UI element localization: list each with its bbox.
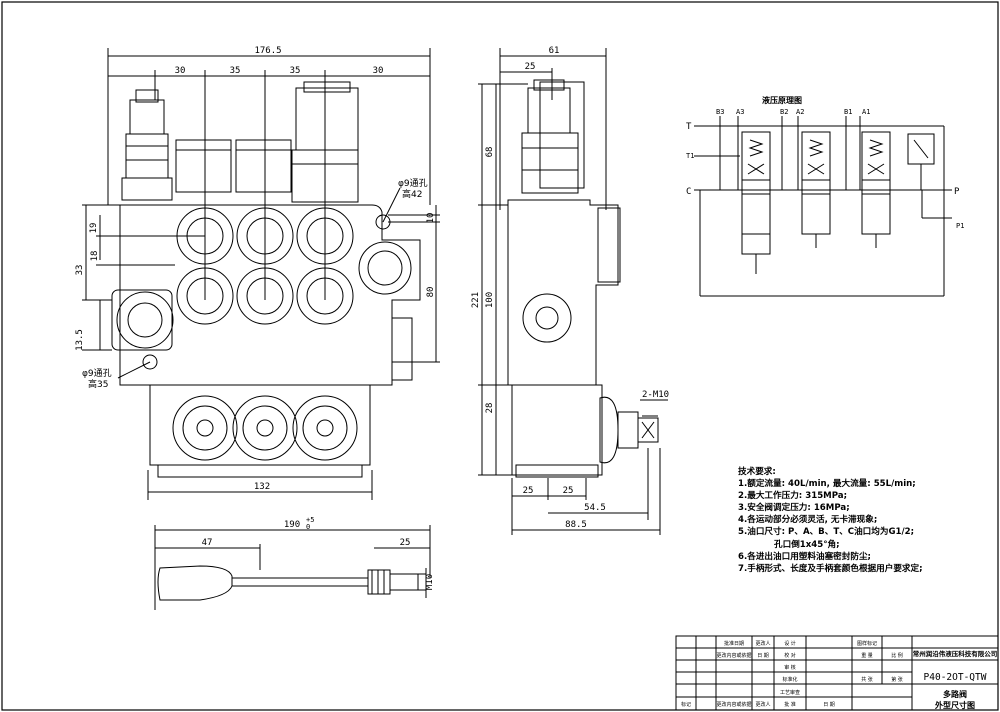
front-view bbox=[82, 48, 440, 500]
dim-25-a: 25 bbox=[523, 486, 534, 496]
port-label-c: C bbox=[686, 187, 691, 197]
port-label-b1: B1 bbox=[844, 108, 852, 116]
port-label-t: T bbox=[686, 122, 692, 132]
dim-13-5: 13.5 bbox=[75, 329, 85, 351]
dim-61: 61 bbox=[549, 46, 560, 56]
drawing-name-1: 多路阀 bbox=[943, 689, 967, 699]
dim-28: 28 bbox=[485, 403, 495, 414]
tb-label-mark: 图样标记 bbox=[857, 640, 877, 647]
tb-label-review: 审 核 bbox=[784, 664, 796, 671]
notes-title: 技术要求: bbox=[738, 467, 776, 477]
port-label-p: P bbox=[954, 187, 960, 197]
tb-label-design: 设 计 bbox=[784, 640, 796, 647]
tb-row-person: 更改人 bbox=[755, 701, 770, 708]
hole-callout-bottom-1: φ9通孔 bbox=[82, 368, 112, 379]
dim-seg4: 30 bbox=[373, 66, 384, 76]
dim-100: 100 bbox=[485, 292, 495, 308]
dim-68: 68 bbox=[485, 147, 495, 158]
port-label-b3: B3 bbox=[716, 108, 724, 116]
schematic-title: 液压原理图 bbox=[762, 95, 802, 105]
note-6: 6.各进出油口用塑料油塞密封防尘; bbox=[738, 551, 871, 562]
dim-25-top: 25 bbox=[525, 62, 536, 72]
title-block bbox=[675, 635, 999, 711]
dim-190: 190 bbox=[284, 520, 300, 530]
tb-row-date: 日 期 bbox=[823, 702, 835, 708]
tb-row-mark: 标记 bbox=[681, 701, 691, 708]
dim-seg2: 35 bbox=[230, 66, 241, 76]
dim-80: 80 bbox=[426, 287, 436, 298]
technical-requirements: 技术要求: 1.额定流量: 40L/min, 最大流量: 55L/min; 2.… bbox=[738, 466, 988, 575]
note-3: 3.安全阀调定压力: 16MPa; bbox=[738, 503, 850, 514]
tb-label-check: 校 对 bbox=[784, 652, 796, 659]
tb-label-standard: 标准化 bbox=[782, 676, 797, 683]
dim-25-b: 25 bbox=[563, 486, 574, 496]
dim-18: 18 bbox=[90, 251, 100, 262]
dim-190-tol-lower: 0 bbox=[306, 523, 310, 531]
note-2: 2.最大工作压力: 315MPa; bbox=[738, 491, 848, 502]
dim-seg1: 30 bbox=[175, 66, 186, 76]
dim-seg3: 35 bbox=[290, 66, 301, 76]
tb-label-weight: 重 量 bbox=[861, 652, 873, 659]
tb-label-total: 共 张 bbox=[861, 676, 873, 683]
dim-25-handle: 25 bbox=[400, 538, 411, 548]
hole-callout-top-2: 高42 bbox=[402, 188, 422, 200]
dim-19: 19 bbox=[89, 223, 99, 234]
tb-label-sheet: 第 张 bbox=[891, 676, 903, 683]
dim-54-5: 54.5 bbox=[584, 503, 606, 513]
tb-row-change: 更改内容或依据 bbox=[716, 701, 751, 708]
dim-2-m10: 2-M10 bbox=[642, 390, 669, 400]
port-label-b2: B2 bbox=[780, 108, 788, 116]
note-4: 4.各运动部分必须灵活, 无卡滞现象; bbox=[738, 515, 878, 526]
drawing-name-2: 外型尺寸图 bbox=[935, 700, 975, 710]
dim-m10: M10 bbox=[425, 574, 435, 590]
tb-label-scale: 比 例 bbox=[891, 652, 903, 659]
dim-221: 221 bbox=[471, 292, 481, 308]
note-1: 1.额定流量: 40L/min, 最大流量: 55L/min; bbox=[738, 479, 916, 490]
hole-callout-top-1: φ9通孔 bbox=[398, 178, 428, 189]
dim-47: 47 bbox=[202, 538, 213, 548]
hydraulic-schematic bbox=[694, 116, 952, 297]
tb-label-approve: 批 准 bbox=[784, 701, 796, 708]
port-label-a1: A1 bbox=[862, 108, 870, 116]
dim-190-tol-upper: +5 bbox=[306, 516, 314, 524]
model-number: P40-2OT-QTW bbox=[924, 672, 987, 683]
port-label-a2: A2 bbox=[796, 108, 804, 116]
port-label-a3: A3 bbox=[736, 108, 744, 116]
dim-132: 132 bbox=[254, 482, 270, 492]
note-7: 7.手柄形式、长度及手柄套颜色根据用户要求定; bbox=[738, 563, 923, 574]
handle-view bbox=[154, 525, 431, 610]
note-5b: 孔口倒1x45°角; bbox=[774, 539, 840, 550]
tb-label-process: 工艺审查 bbox=[780, 689, 800, 696]
dim-overall-width: 176.5 bbox=[254, 46, 281, 56]
note-5: 5.油口尺寸: P、A、B、T、C油口均为G1/2; bbox=[738, 527, 915, 538]
port-label-p1: P1 bbox=[956, 222, 964, 230]
dim-33: 33 bbox=[75, 265, 85, 276]
dim-10: 10 bbox=[426, 213, 436, 224]
port-label-t1: T1 bbox=[686, 152, 694, 160]
company-name: 常州润沿伟液压科技有限公司 bbox=[913, 649, 998, 658]
dim-88-5: 88.5 bbox=[565, 520, 587, 530]
hole-callout-bottom-2: 高35 bbox=[88, 378, 108, 390]
side-view bbox=[478, 48, 668, 535]
